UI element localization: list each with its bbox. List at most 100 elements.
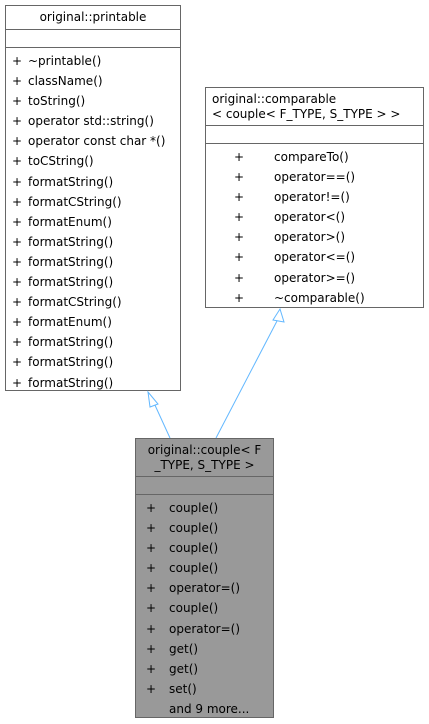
edge-couple-to-printable-arrowhead — [147, 390, 159, 408]
operation-name: and 9 more... — [169, 701, 250, 716]
operation-name: couple() — [169, 601, 219, 616]
comparable-operation[interactable]: + operator>=() — [206, 268, 423, 288]
class-couple-name-line1: original::couple< F — [147, 443, 262, 457]
printable-operation[interactable]: +operator std::string() — [6, 111, 180, 131]
operation-name: operator=() — [169, 581, 241, 596]
visibility-public-marker: + — [234, 270, 245, 285]
printable-operation[interactable]: + formatString() — [6, 332, 180, 352]
printable-operation[interactable]: +formatString() — [6, 352, 180, 372]
printable-operation[interactable]: + formatString() — [6, 373, 180, 393]
visibility-public-marker: + — [146, 661, 157, 676]
operation-name: operator>=() — [274, 270, 356, 285]
couple-operation[interactable]: +couple() — [136, 498, 273, 518]
visibility-public-marker: + — [146, 521, 157, 536]
couple-operation[interactable]: +get() — [136, 639, 273, 659]
class-comparable-name-line2: < couple< F_TYPE, S_TYPE > > — [212, 107, 401, 121]
comparable-operation[interactable]: + operator<() — [206, 207, 423, 227]
printable-operation[interactable]: +formatString() — [6, 172, 180, 192]
printable-operation[interactable]: +formatString() — [6, 252, 180, 272]
comparable-operation[interactable]: +operator==() — [206, 167, 423, 187]
operation-name: operator std::string() — [28, 114, 154, 129]
edge-couple-to-printable — [147, 390, 171, 439]
couple-operation[interactable]: +couple() — [136, 558, 273, 578]
couple-operation[interactable]: +operator=() — [136, 578, 273, 598]
operation-name: compareTo() — [274, 150, 349, 164]
operation-name: formatString() — [28, 234, 114, 249]
visibility-public-marker: + — [234, 210, 245, 225]
visibility-public-marker: + — [12, 74, 23, 89]
operation-name: formatCString() — [28, 295, 122, 310]
printable-operation[interactable]: +formatCString() — [6, 292, 180, 312]
printable-operation[interactable]: + toCString() — [6, 151, 180, 171]
visibility-public-marker: + — [12, 315, 23, 330]
visibility-public-marker: + — [12, 335, 23, 350]
visibility-public-marker: + — [12, 154, 23, 169]
operation-name: toCString() — [28, 154, 94, 169]
class-comparable[interactable]: original::comparable < couple< F_TYPE, S… — [205, 87, 424, 308]
edge-couple-to-comparable — [215, 307, 285, 439]
operation-name: formatString() — [28, 375, 114, 390]
operation-name: formatString() — [28, 275, 114, 290]
visibility-public-marker: + — [12, 94, 23, 109]
visibility-public-marker: + — [12, 234, 23, 249]
couple-operation[interactable]: and 9 more... — [136, 699, 273, 719]
comparable-operation[interactable]: +operator<=() — [206, 247, 423, 267]
class-printable[interactable]: original::printable +~printable()+classN… — [5, 5, 181, 391]
comparable-operation[interactable]: + compareTo() — [206, 147, 423, 167]
visibility-public-marker: + — [146, 641, 157, 656]
comparable-operation[interactable]: + operator>() — [206, 227, 423, 247]
printable-operation[interactable]: + formatString() — [6, 232, 180, 252]
class-printable-name: original::printable — [39, 10, 147, 24]
class-couple[interactable]: original::couple< F _TYPE, S_TYPE > +cou… — [135, 438, 274, 718]
visibility-public-marker: + — [12, 275, 23, 290]
operation-name: operator>() — [274, 230, 346, 245]
visibility-public-marker: + — [12, 54, 23, 68]
operation-name: get() — [169, 661, 199, 676]
operation-name: formatEnum() — [28, 214, 112, 229]
comparable-operation[interactable]: +~comparable() — [206, 288, 423, 308]
operation-name: className() — [28, 74, 103, 89]
couple-operation[interactable]: + couple() — [136, 538, 273, 558]
class-couple-operations: +couple()+couple()+couple()+couple()+ope… — [136, 495, 273, 719]
operation-name: operator=() — [169, 621, 241, 636]
operation-name: toString() — [28, 94, 86, 109]
visibility-public-marker: + — [12, 254, 23, 269]
operation-name: formatEnum() — [28, 315, 112, 330]
operation-name: operator const char *() — [28, 134, 166, 149]
class-comparable-operations: +compareTo()+operator==()+operator!=()+o… — [206, 144, 423, 308]
operation-name: operator==() — [274, 170, 356, 185]
printable-operation[interactable]: + toString() — [6, 91, 180, 111]
printable-operation[interactable]: + formatString() — [6, 272, 180, 292]
printable-operation[interactable]: +~printable() — [6, 51, 180, 71]
visibility-public-marker: + — [234, 250, 245, 265]
printable-operation[interactable]: + formatEnum() — [6, 212, 180, 232]
printable-operation[interactable]: + formatEnum() — [6, 312, 180, 332]
couple-operation[interactable]: + couple() — [136, 518, 273, 538]
visibility-public-marker: + — [146, 541, 157, 556]
comparable-operation[interactable]: +operator!=() — [206, 187, 423, 207]
class-couple-title: original::couple< F _TYPE, S_TYPE > — [136, 439, 273, 477]
couple-operation[interactable]: +operator=() — [136, 619, 273, 639]
visibility-public-marker: + — [234, 150, 245, 164]
operation-name: couple() — [169, 541, 219, 556]
couple-operation[interactable]: +couple() — [136, 598, 273, 618]
couple-operation[interactable]: + get() — [136, 659, 273, 679]
operation-name: couple() — [169, 521, 219, 536]
class-comparable-attributes — [206, 126, 423, 144]
printable-operation[interactable]: +formatCString() — [6, 192, 180, 212]
class-comparable-title: original::comparable < couple< F_TYPE, S… — [206, 88, 423, 126]
printable-operation[interactable]: +operator const char *() — [6, 131, 180, 151]
operation-name: formatString() — [28, 335, 114, 350]
couple-operation[interactable]: +set() — [136, 679, 273, 699]
visibility-public-marker: + — [12, 174, 23, 189]
class-printable-operations: +~printable()+className()+toString()+ope… — [6, 48, 180, 393]
class-printable-title: original::printable — [6, 6, 180, 30]
visibility-public-marker: + — [146, 681, 157, 696]
printable-operation[interactable]: + className() — [6, 71, 180, 91]
operation-name: operator<() — [274, 210, 346, 225]
visibility-public-marker: + — [234, 230, 245, 245]
visibility-public-marker: + — [12, 375, 23, 390]
operation-name: formatString() — [28, 355, 114, 370]
visibility-public-marker: + — [12, 214, 23, 229]
